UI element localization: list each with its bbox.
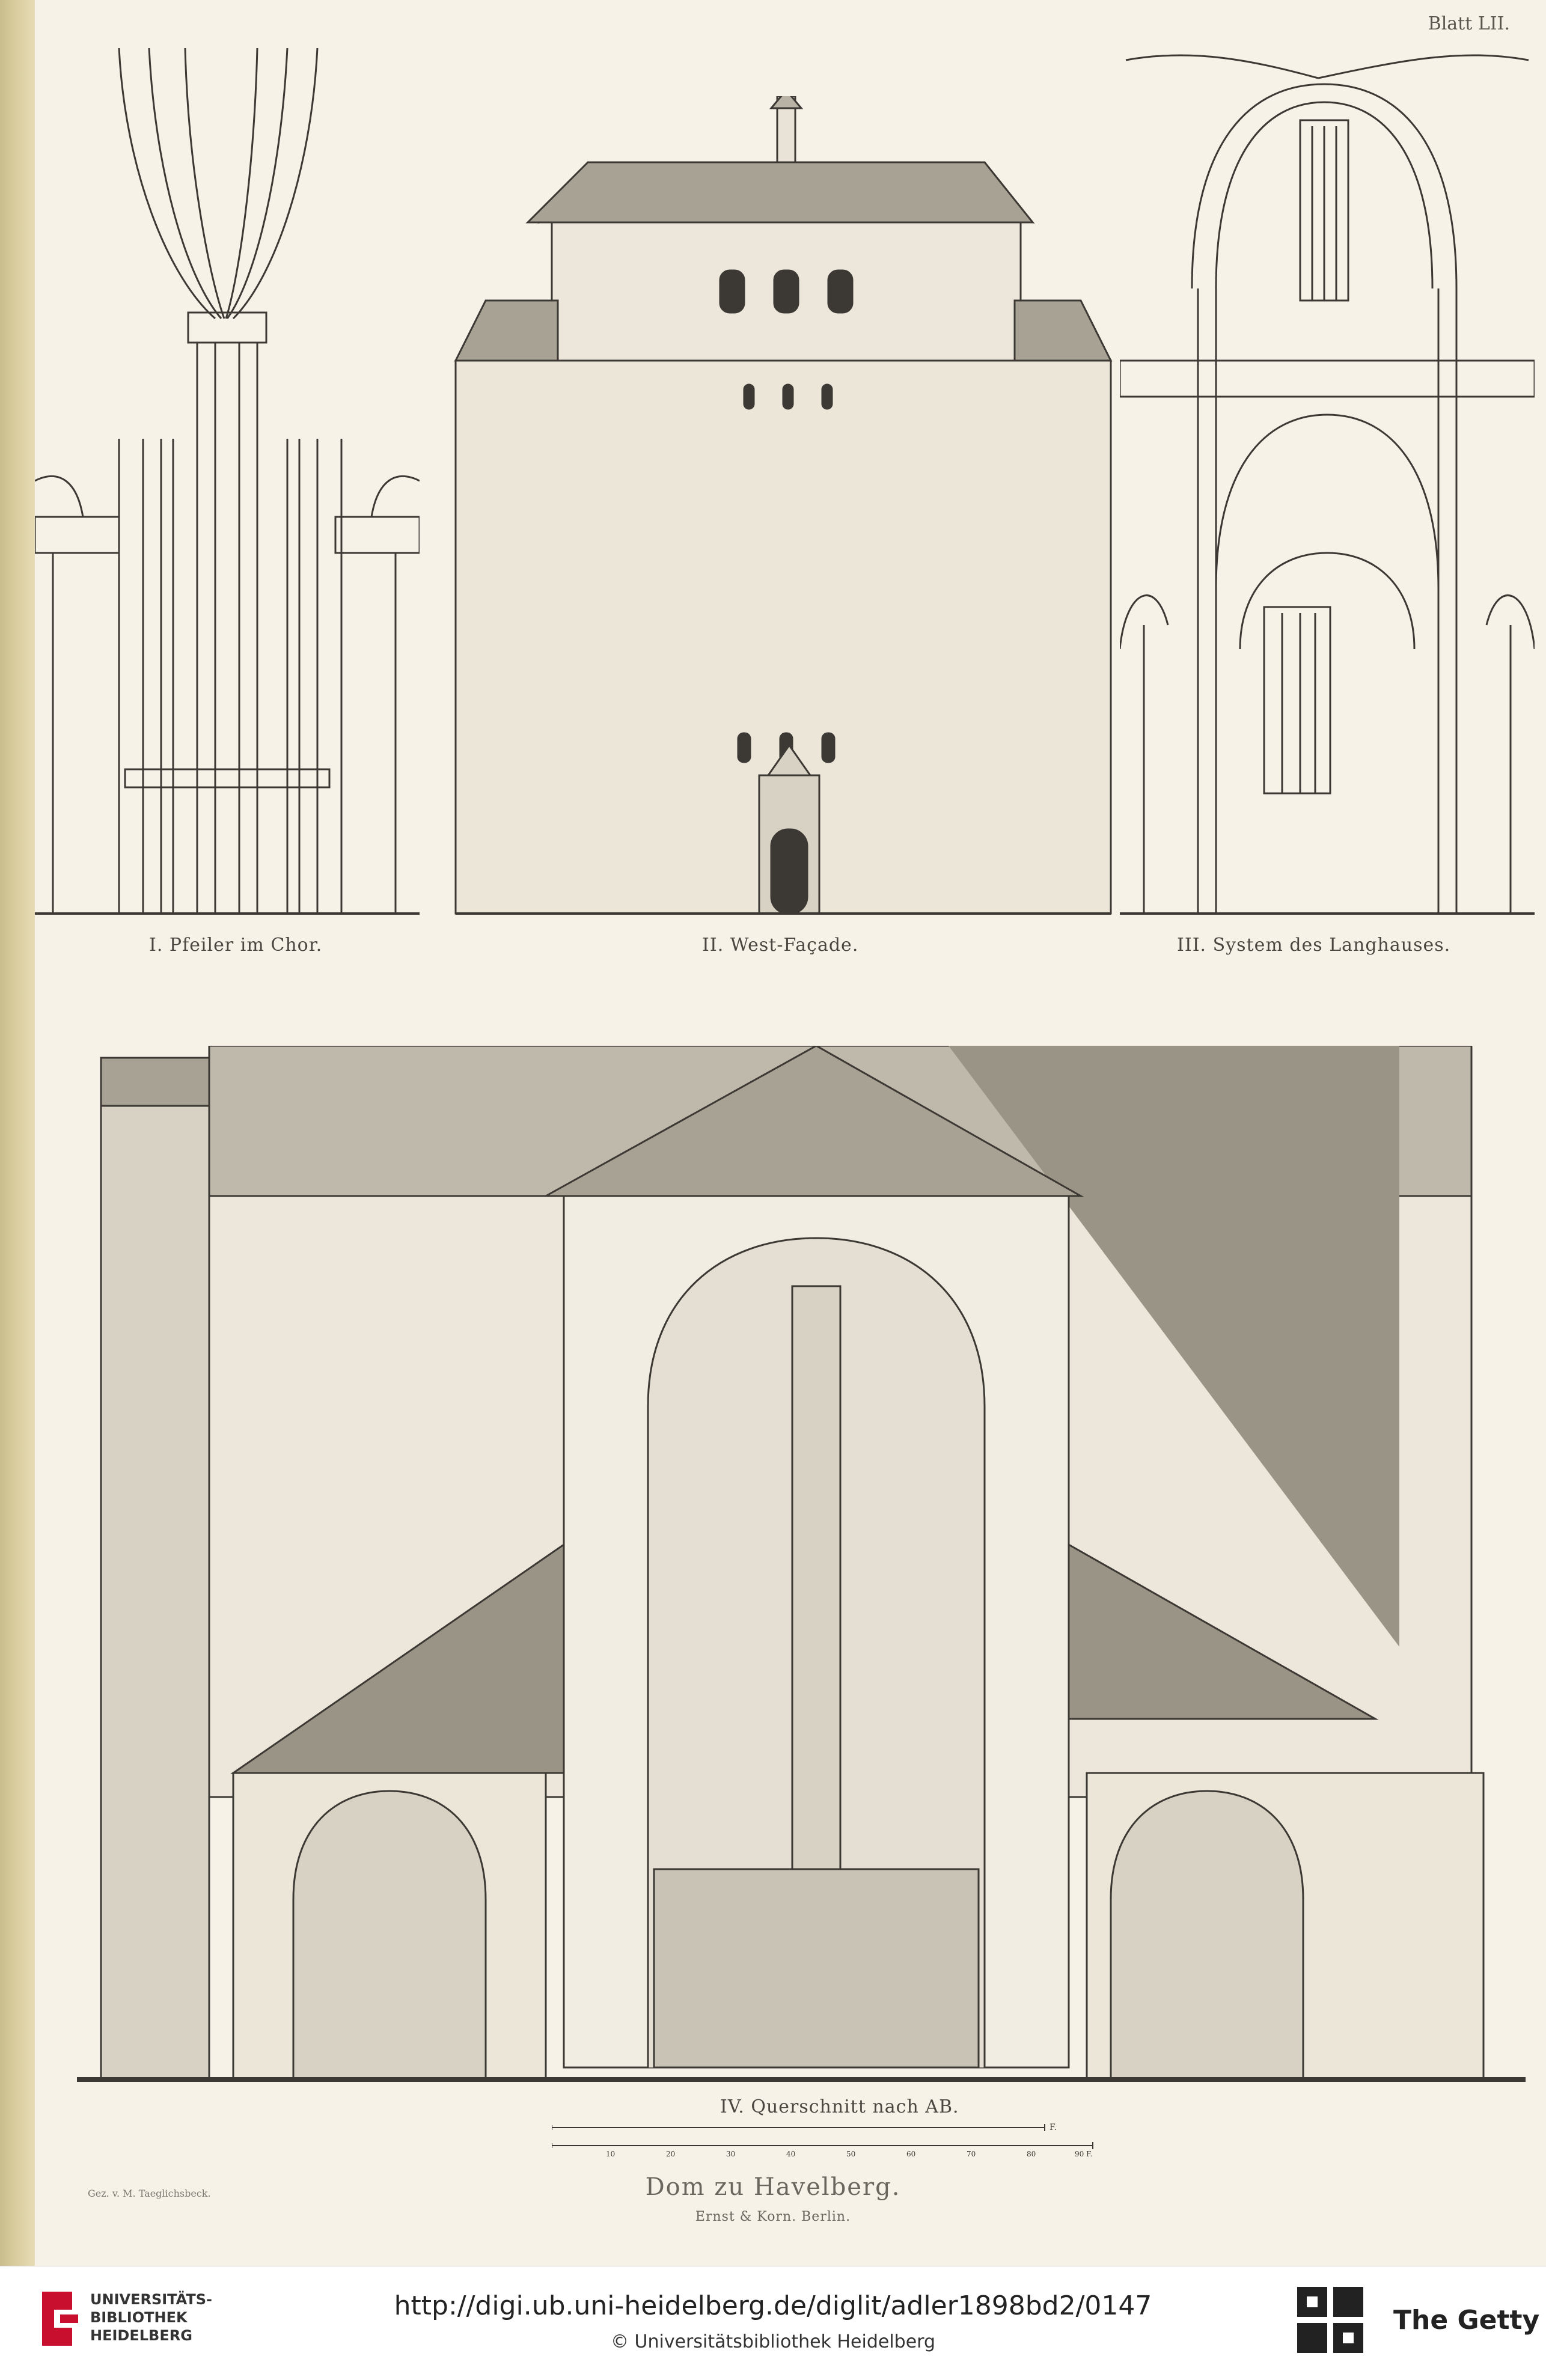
library-name-line: HEIDELBERG [90, 2327, 192, 2344]
publisher-credit: Ernst & Korn. Berlin. [695, 2209, 851, 2224]
partner-name: The Getty [1393, 2305, 1540, 2336]
engraving-plate: Blatt LII. [35, 0, 1546, 2266]
scale-label: 90 F. [1075, 2150, 1092, 2158]
library-name: UNIVERSITÄTS- BIBLIOTHEK HEIDELBERG [90, 2290, 212, 2345]
nave-system-svg [1120, 54, 1535, 915]
getty-logo-icon[interactable] [1297, 2287, 1364, 2359]
scale-label: 80 [1027, 2150, 1036, 2158]
cross-section-svg [77, 1046, 1526, 2082]
ub-heidelberg-logo-icon[interactable] [36, 2286, 84, 2352]
engraver-credit: Gez. v. M. Taeglichsbeck. [88, 2188, 211, 2199]
sheet-label: Blatt LII. [1428, 13, 1510, 34]
copyright-notice: © Universitätsbibliothek Heidelberg [610, 2331, 935, 2352]
figure-cross-section-drawing [53, 1046, 1526, 2092]
scale-label: 70 [967, 2150, 976, 2158]
scale-unit-upper: F. [1050, 2123, 1057, 2132]
scale-label: 10 [606, 2150, 615, 2158]
caption-nave-system: III. System des Langhauses. [1177, 935, 1451, 956]
pier-svg [35, 48, 420, 915]
library-name-line: BIBLIOTHEK [90, 2309, 188, 2326]
figure-pier-drawing [35, 48, 420, 920]
library-name-line: UNIVERSITÄTS- [90, 2291, 213, 2308]
scale-label: 60 [906, 2150, 915, 2158]
book-binding-edge [0, 0, 35, 2266]
scale-bar-svg: F. 10 20 30 40 50 60 70 80 90 F. [551, 2123, 1093, 2158]
digitization-footer: UNIVERSITÄTS- BIBLIOTHEK HEIDELBERG http… [0, 2266, 1546, 2380]
scale-bar: F. 10 20 30 40 50 60 70 80 90 F. [551, 2116, 1111, 2158]
caption-pier: I. Pfeiler im Chor. [149, 935, 323, 956]
scale-label: 30 [726, 2150, 735, 2158]
plate-title: Dom zu Havelberg. [645, 2173, 901, 2201]
permalink-url[interactable]: http://digi.ub.uni-heidelberg.de/diglit/… [394, 2290, 1152, 2321]
figure-nave-system-drawing [1120, 48, 1535, 920]
west-facade-svg [454, 96, 1113, 915]
scale-label: 50 [846, 2150, 855, 2158]
caption-cross-section: IV. Querschnitt nach AB. [720, 2096, 959, 2117]
figure-west-facade-drawing [444, 96, 1129, 920]
caption-west-facade: II. West-Façade. [702, 935, 859, 956]
scale-label: 40 [786, 2150, 795, 2158]
scale-label: 20 [666, 2150, 675, 2158]
